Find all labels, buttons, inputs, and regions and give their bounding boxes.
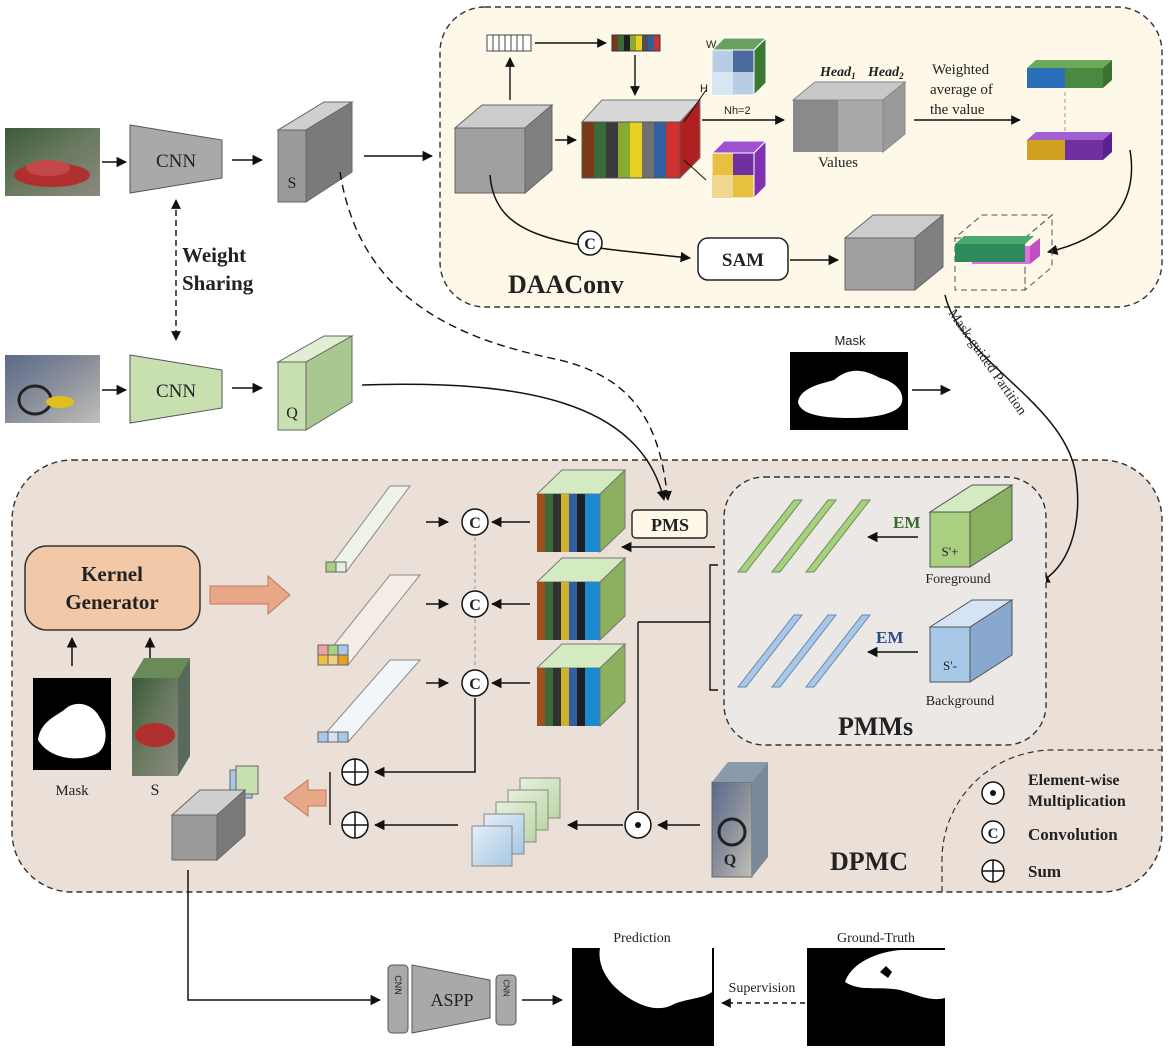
head1-label: Head1 <box>819 65 856 81</box>
sam-box <box>697 237 789 281</box>
legend-conv-icon <box>981 820 1005 844</box>
em-label-2: EM <box>876 628 903 647</box>
conv-symbol-2 <box>461 590 489 618</box>
em-label-1: EM <box>893 513 920 532</box>
kernel-generator-box <box>24 545 201 631</box>
mask-top-label: Mask <box>834 333 866 348</box>
masked-feature-stack <box>471 777 561 867</box>
mask-top-image <box>790 352 908 430</box>
aspp-label: ASPP <box>430 990 473 1010</box>
bg-cube-label: S'- <box>943 658 957 673</box>
pms-feature-cube-2 <box>535 556 627 642</box>
weighted-line1: Weighted <box>932 62 990 78</box>
dpmc-q-cube <box>711 762 768 878</box>
pmms-title: PMMs <box>838 712 913 741</box>
conv-c-2: C <box>469 597 481 614</box>
query-image <box>5 355 100 423</box>
pms-label: PMS <box>651 515 689 535</box>
conv-c-3: C <box>469 676 481 693</box>
aspp-block <box>411 964 491 1034</box>
kernel-generator-line1: Kernel <box>81 562 143 586</box>
sam-output-cube <box>843 213 945 292</box>
background-cube <box>928 599 1014 683</box>
bottom-cnn-left <box>387 964 409 1034</box>
convolution-symbol-daaconv <box>577 230 603 256</box>
foreground-prototypes <box>736 499 872 573</box>
values-cube <box>791 80 907 154</box>
supervision-label: Supervision <box>729 981 796 996</box>
legend-conv-label: Convolution <box>1028 825 1118 844</box>
foreground-label: Foreground <box>925 572 990 587</box>
mask-guided-label: Mask-guided Partition <box>945 307 1029 418</box>
weighted-output-bottom <box>1027 132 1112 160</box>
conv-c-daaconv: C <box>584 236 596 253</box>
daaconv-input-cube <box>453 103 554 195</box>
foreground-cube <box>928 484 1014 568</box>
daaconv-title: DAAConv <box>508 270 624 299</box>
w-label: W <box>706 39 717 51</box>
conv-symbol-3 <box>461 669 489 697</box>
weighted-line2: average of <box>930 82 993 98</box>
pms-feature-cube-3 <box>535 642 627 728</box>
dpmc-q-label: Q <box>724 852 736 869</box>
cnn-top-label: CNN <box>156 151 196 172</box>
fusion-cube <box>953 213 1054 292</box>
ground-truth-image <box>807 948 945 1046</box>
bottom-cnn-right <box>495 974 517 1026</box>
legend-mult-line1: Element-wise <box>1028 772 1120 789</box>
dpmc-mask-label: Mask <box>55 783 89 799</box>
attention-vector <box>486 34 532 52</box>
pms-box <box>631 509 708 539</box>
cnn-mid-label: CNN <box>156 381 196 402</box>
dpmc-mask-image <box>33 678 111 770</box>
support-image <box>5 128 100 196</box>
q-top-label: Q <box>286 405 298 422</box>
striped-feature-cube <box>580 98 702 180</box>
background-label: Background <box>926 694 994 709</box>
weighted-output-top <box>1027 60 1112 88</box>
prediction-image <box>572 948 714 1046</box>
kernel-generator-arrow <box>209 574 291 616</box>
weight-sharing-line2: Sharing <box>182 271 254 295</box>
head-cube-2 <box>710 139 768 200</box>
dpmc-s-cube <box>132 658 190 776</box>
pms-feature-cube-1 <box>535 468 627 554</box>
q-feature-cube <box>276 335 354 431</box>
colored-vector <box>611 34 661 52</box>
bottom-cnn-left-label: CNN <box>393 975 403 995</box>
output-arrow <box>283 779 327 817</box>
fg-cube-label: S'+ <box>942 544 959 559</box>
cnn-encoder-mid <box>129 354 223 424</box>
prediction-label: Prediction <box>613 931 671 946</box>
s-top-label: S <box>288 175 297 192</box>
head2-label: Head2 <box>867 65 904 81</box>
h-label: H <box>700 83 708 95</box>
background-prototypes <box>736 614 872 688</box>
dpmc-output-cube <box>170 765 259 862</box>
weight-sharing-line1: Weight <box>182 243 246 267</box>
legend-mult-line2: Multiplication <box>1028 793 1126 810</box>
ground-truth-label: Ground-Truth <box>837 931 915 946</box>
kernel-generator-line2: Generator <box>65 590 158 614</box>
legend-conv-c: C <box>988 826 999 842</box>
conv-c-1: C <box>469 515 481 532</box>
legend-sum-label: Sum <box>1028 862 1061 881</box>
kernel-1 <box>325 485 411 573</box>
sam-label: SAM <box>722 250 764 271</box>
head-cube-1 <box>710 36 768 97</box>
cnn-encoder-top <box>129 124 223 194</box>
bottom-cnn-right-label: CNN <box>502 979 511 997</box>
daaconv-container <box>439 6 1163 308</box>
kernel-3 <box>316 659 422 743</box>
conv-symbol-1 <box>461 508 489 536</box>
kernel-2 <box>316 574 422 666</box>
dpmc-title: DPMC <box>830 847 908 876</box>
nh-label: Nh=2 <box>724 105 751 117</box>
values-label: Values <box>818 155 858 171</box>
weighted-line3: the value <box>930 102 985 118</box>
dpmc-s-label: S <box>151 782 160 799</box>
